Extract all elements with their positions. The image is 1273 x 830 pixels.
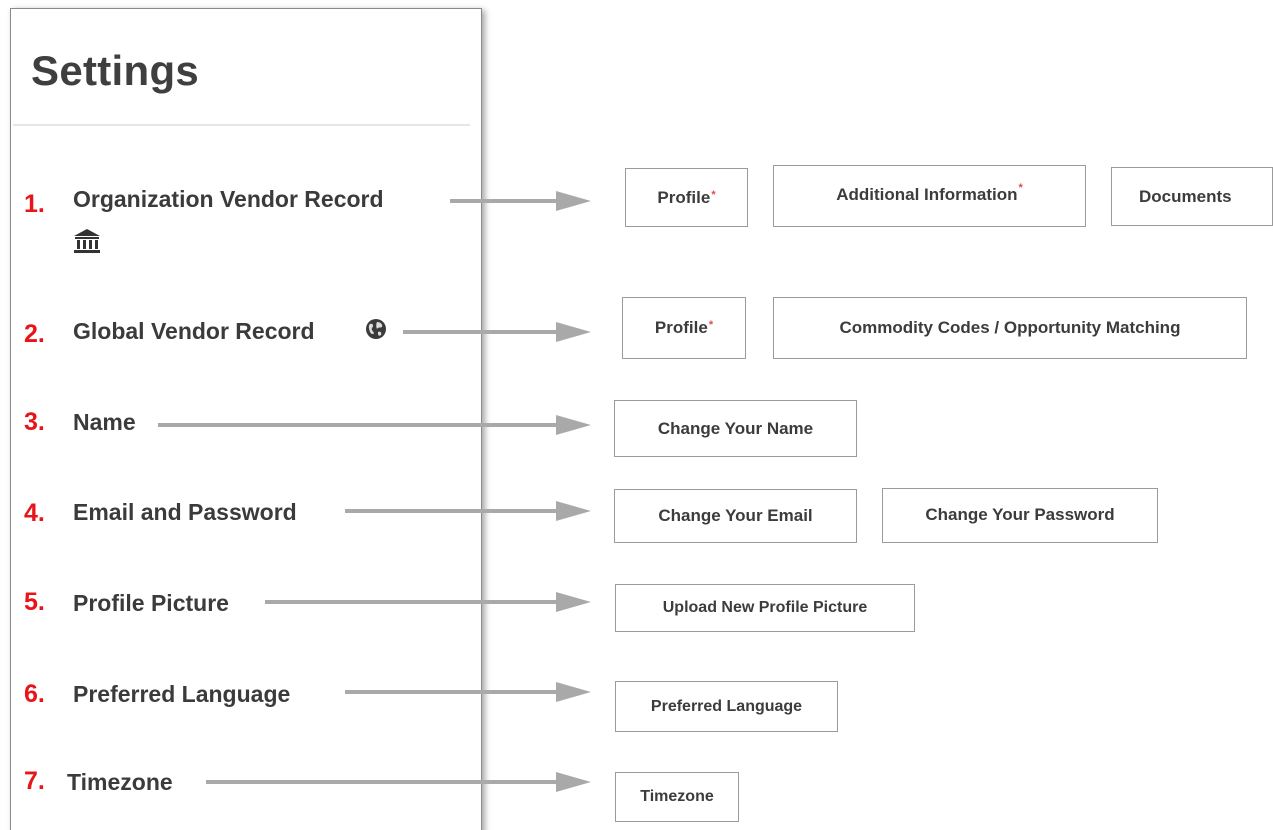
- arrow-3-line: [158, 423, 560, 427]
- title-divider: [13, 124, 470, 126]
- item-number-5: 5.: [24, 588, 45, 616]
- arrow-2-line: [403, 330, 561, 334]
- menu-item-timezone[interactable]: Timezone: [67, 769, 173, 795]
- required-marker: *: [1018, 182, 1023, 194]
- arrow-7-line: [206, 780, 560, 784]
- arrow-5-line: [265, 600, 560, 604]
- menu-item-organization-vendor-record[interactable]: Organization Vendor Record: [73, 186, 384, 212]
- item-number-6: 6.: [24, 680, 45, 708]
- required-marker: *: [711, 188, 716, 201]
- global-commodity-codes-tab[interactable]: Commodity Codes / Opportunity Matching: [773, 297, 1247, 359]
- org-additional-information-tab[interactable]: Additional Information*: [773, 165, 1086, 227]
- arrow-7-head: [556, 772, 591, 792]
- upload-profile-picture-label: Upload New Profile Picture: [662, 599, 868, 616]
- menu-item-name[interactable]: Name: [73, 409, 136, 435]
- menu-item-email-and-password[interactable]: Email and Password: [73, 499, 297, 525]
- org-documents-tab[interactable]: Documents: [1111, 167, 1273, 226]
- arrow-1-head: [556, 191, 591, 211]
- timezone-label: Timezone: [640, 788, 714, 805]
- menu-item-preferred-language[interactable]: Preferred Language: [73, 681, 291, 707]
- upload-profile-picture-button[interactable]: Upload New Profile Picture: [615, 584, 915, 632]
- arrow-6-head: [556, 682, 591, 702]
- change-email-button[interactable]: Change Your Email: [614, 489, 857, 543]
- timezone-button[interactable]: Timezone: [615, 772, 739, 822]
- org-documents-label: Documents: [1139, 186, 1232, 206]
- item-number-2: 2.: [24, 320, 45, 348]
- menu-item-profile-picture[interactable]: Profile Picture: [73, 590, 229, 616]
- globe-icon: [366, 319, 386, 339]
- global-profile-label: Profile: [654, 318, 708, 337]
- item-number-7: 7.: [24, 767, 45, 795]
- change-password-label: Change Your Password: [925, 505, 1115, 524]
- org-profile-tab[interactable]: Profile*: [625, 168, 748, 227]
- item-number-4: 4.: [24, 499, 45, 527]
- global-commodity-codes-label: Commodity Codes / Opportunity Matching: [839, 318, 1181, 337]
- org-profile-label: Profile: [657, 187, 711, 207]
- required-marker: *: [708, 319, 714, 331]
- change-name-button[interactable]: Change Your Name: [614, 400, 857, 457]
- page-title: Settings: [31, 47, 200, 94]
- global-profile-tab[interactable]: Profile*: [622, 297, 746, 359]
- arrow-5-head: [556, 592, 591, 612]
- item-number-1: 1.: [24, 190, 45, 218]
- settings-panel: Settings: [10, 8, 482, 830]
- change-password-button[interactable]: Change Your Password: [882, 488, 1158, 543]
- item-number-3: 3.: [24, 408, 45, 436]
- arrow-1-line: [450, 199, 560, 203]
- preferred-language-label: Preferred Language: [650, 697, 803, 715]
- bank-icon: [74, 229, 100, 253]
- menu-item-global-vendor-record[interactable]: Global Vendor Record: [73, 318, 315, 344]
- arrow-3-head: [556, 415, 591, 435]
- arrow-4-line: [345, 509, 560, 513]
- arrow-6-line: [345, 690, 560, 694]
- change-name-label: Change Your Name: [657, 418, 814, 438]
- arrow-2-head: [556, 322, 591, 342]
- change-email-label: Change Your Email: [658, 506, 813, 525]
- org-additional-information-label: Additional Information: [836, 185, 1018, 204]
- arrow-4-head: [556, 501, 591, 521]
- preferred-language-button[interactable]: Preferred Language: [615, 681, 838, 732]
